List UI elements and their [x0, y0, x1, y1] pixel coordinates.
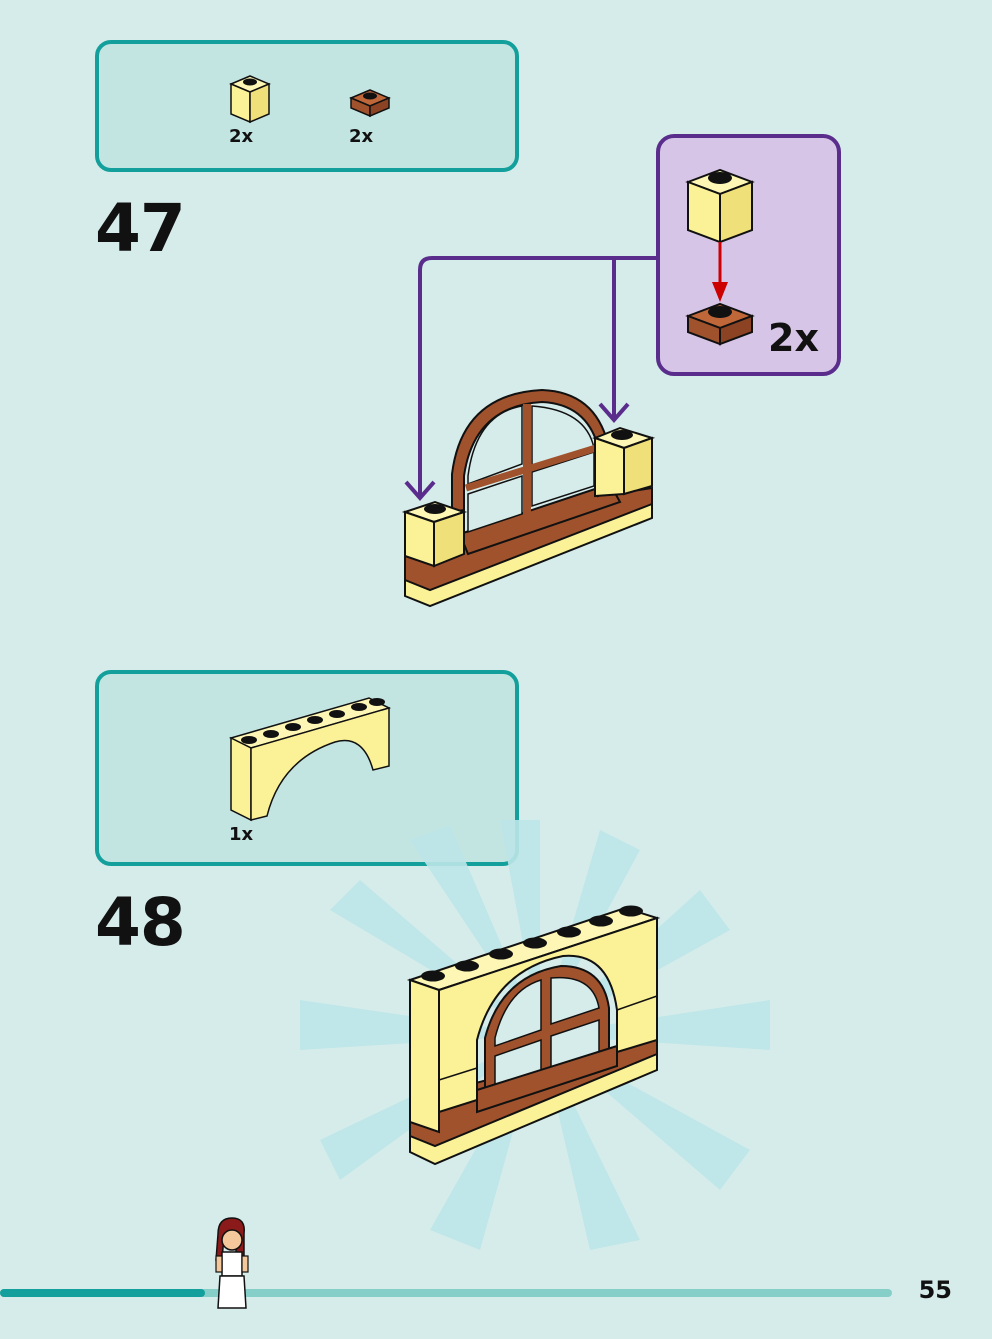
window-wall-assembly-step-48 — [406, 905, 661, 1166]
subassembly-callout: 2x — [656, 134, 841, 376]
parts-list-step-47: 2x 2x — [95, 40, 519, 172]
part-qty-brown-plate: 2x — [349, 126, 374, 147]
red-arrow-icon — [712, 242, 728, 302]
brown-1x1-plate-icon — [349, 89, 391, 118]
brown-1x1-plate-icon — [685, 302, 755, 346]
yellow-1x1-brick-icon — [229, 75, 271, 124]
yellow-arch-brick-icon — [228, 697, 392, 822]
minifigure-icon — [215, 1217, 249, 1309]
part-qty-arch-brick: 1x — [229, 824, 254, 845]
step-number-47: 47 — [95, 190, 186, 267]
part-qty-yellow-brick: 2x — [229, 126, 254, 147]
progress-fill — [0, 1289, 205, 1297]
window-wall-assembly-step-47 — [401, 388, 656, 608]
step-number-48: 48 — [95, 884, 186, 961]
page-number: 55 — [918, 1276, 952, 1304]
subassembly-qty: 2x — [768, 316, 819, 360]
progress-bar — [0, 1289, 892, 1297]
